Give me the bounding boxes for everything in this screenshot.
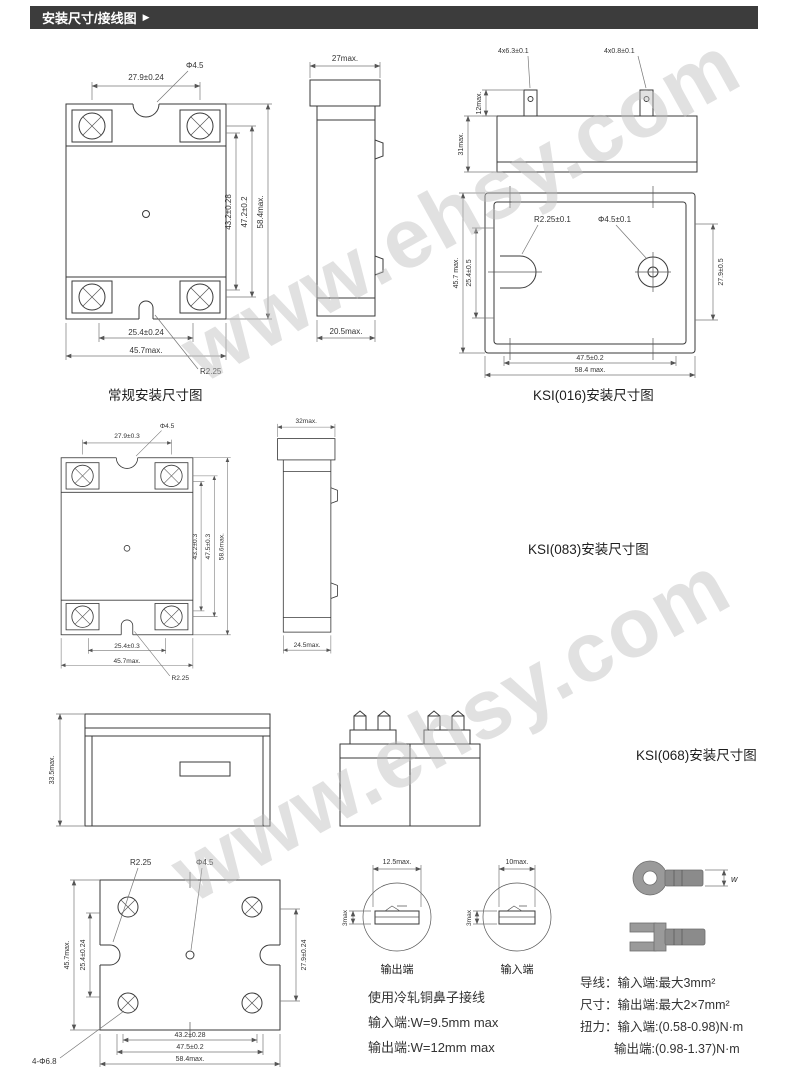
dim-label: Φ4.5 <box>186 61 204 70</box>
dim-label: 43.2±0.3 <box>192 534 199 560</box>
front-view-standard-drawing: 27.9±0.24 Φ4.5 43.2±0.28 47.2±0.2 58.4ma… <box>65 61 272 376</box>
relay-side-body <box>309 79 384 317</box>
dim-label: Φ4.5 <box>160 423 175 430</box>
dim-label: 3max <box>342 909 349 926</box>
width-label: w <box>731 874 738 884</box>
dim-label: 25.4±0.24 <box>128 328 164 337</box>
relay-base <box>484 186 696 360</box>
label-standard-drawing: 常规安装尺寸图 <box>108 388 203 403</box>
dimensions: R2.25 Φ4.5 45.7max. 25.4±0.24 27.9±0.24 … <box>32 858 308 1067</box>
wire-spec-line: 尺寸：输出端:最大2×7mm² <box>580 998 730 1012</box>
ksi016-top-view-drawing: 4x6.3±0.1 4x0.8±0.1 12max. 31max. <box>458 48 698 173</box>
side-view-standard-drawing: 27max. 20.5max. <box>309 54 384 342</box>
wiring-note-line: 输入端:W=9.5mm max <box>368 1015 499 1030</box>
dim-label: 27.9±0.24 <box>128 73 164 82</box>
dim-label: 58.4 max. <box>575 367 606 374</box>
dim-label: 58.4max. <box>256 196 265 229</box>
dim-label: 45.7max. <box>113 658 140 665</box>
dim-label: 12max. <box>476 91 483 114</box>
dim-label: 10max. <box>506 859 529 866</box>
label-ksi068-drawing: KSI(068)安装尺寸图 <box>636 748 757 763</box>
dim-label: 25.4±0.5 <box>466 259 473 286</box>
dim-label: 45.7max. <box>64 941 71 970</box>
dimensions: R2.25±0.1 Φ4.5±0.1 45.7 max. 25.4±0.5 27… <box>453 192 725 378</box>
dim-label: 27.9±0.24 <box>301 939 308 970</box>
dim-label: 45.7max. <box>130 346 163 355</box>
relay-body <box>65 102 227 321</box>
relay-base <box>98 872 282 1038</box>
output-terminal-label: 输出端 <box>381 962 414 976</box>
page-title: 安装尺寸/接线图 <box>42 11 137 26</box>
bottom-view-drawing: R2.25 Φ4.5 45.7max. 25.4±0.24 27.9±0.24 … <box>32 858 308 1067</box>
dim-label: 24.5max. <box>294 642 321 649</box>
wire-specs: 导线：输入端:最大3mm² 尺寸：输出端:最大2×7mm² 扭力：输入端:(0.… <box>580 972 743 1060</box>
dim-label: 43.2±0.28 <box>224 194 233 230</box>
wiring-note-line: 输出端:W=12mm max <box>368 1040 495 1055</box>
dim-label: 47.2±0.2 <box>240 196 249 228</box>
header-arrow-icon: ▶ <box>142 12 150 22</box>
label-ksi083-drawing: KSI(083)安装尺寸图 <box>528 542 649 557</box>
terminal-detail-views: 12.5max. 3max 输出端 10max. 3max 输入端 <box>342 859 552 976</box>
label-ksi016-drawing: KSI(016)安装尺寸图 <box>533 388 654 403</box>
dimensions: 27.9±0.3 Φ4.5 43.2±0.3 47.5±0.3 58.6max.… <box>60 423 231 682</box>
wiring-note-line: 使用冷轧铜鼻子接线 <box>368 990 486 1005</box>
dim-label: 47.5±0.2 <box>576 355 603 362</box>
wire-spec-line: 扭力：输入端:(0.58-0.98)N·m <box>580 1020 744 1034</box>
dimensions: 27.9±0.24 Φ4.5 43.2±0.28 47.2±0.2 58.4ma… <box>65 61 272 376</box>
section-header-bar: 安装尺寸/接线图 ▶ <box>30 6 758 29</box>
side-view-ksi083-drawing: 32max. 24.5max. <box>277 418 338 654</box>
wire-spec-line: 导线：输入端:最大3mm² <box>580 976 716 990</box>
dim-label: 27max. <box>332 54 358 63</box>
relay-profile-body <box>84 713 271 827</box>
profile-view-drawing: 33.5max. <box>49 713 271 827</box>
dim-label: R2.25 <box>200 367 222 376</box>
ksi068-terminal-profile-drawing <box>339 710 481 827</box>
input-terminal-detail: 10max. 3max 输入端 <box>466 859 552 976</box>
relay-body <box>60 456 194 636</box>
ring-lug-image: w <box>632 860 738 896</box>
dim-label: 3max <box>466 909 473 926</box>
dim-label: 45.7 max. <box>453 258 460 289</box>
dimensions: 4x6.3±0.1 4x0.8±0.1 12max. 31max. <box>458 48 647 173</box>
dim-label: 33.5max. <box>49 756 56 785</box>
front-view-ksi083-drawing: 27.9±0.3 Φ4.5 43.2±0.3 47.5±0.3 58.6max.… <box>60 423 231 682</box>
dim-label: Φ4.5±0.1 <box>598 215 632 224</box>
dim-label: 58.6max. <box>218 533 225 560</box>
relay-body <box>496 89 698 173</box>
input-terminal-label: 输入端 <box>501 962 534 976</box>
dim-label: 20.5max. <box>330 327 363 336</box>
lug-illustrations: w <box>629 860 738 952</box>
relay-side-body <box>277 438 338 633</box>
dim-label: 47.5±0.3 <box>205 534 212 560</box>
relay-profile-body <box>339 710 481 827</box>
dim-label: 58.4max. <box>176 1056 205 1063</box>
dim-label: 25.4±0.24 <box>80 939 87 970</box>
dim-label: 47.5±0.2 <box>176 1044 203 1051</box>
dimensions: 32max. 24.5max. <box>277 418 336 654</box>
dim-label: R2.25 <box>130 858 152 867</box>
fork-lug-image <box>629 922 706 952</box>
dim-label: R2.25±0.1 <box>534 215 571 224</box>
dim-label: R2.25 <box>171 675 189 682</box>
dim-label: 32max. <box>296 418 318 425</box>
dim-label: 12.5max. <box>383 859 412 866</box>
dimensions: 33.5max. <box>49 713 85 827</box>
dimensions: 27max. 20.5max. <box>309 54 381 342</box>
output-terminal-detail: 12.5max. 3max 输出端 <box>342 859 432 976</box>
dim-label: 27.9±0.5 <box>718 258 725 285</box>
dim-label: 31max. <box>458 132 465 155</box>
dim-label: 4-Φ6.8 <box>32 1057 57 1066</box>
wiring-note: 使用冷轧铜鼻子接线 输入端:W=9.5mm max 输出端:W=12mm max <box>368 985 498 1060</box>
dim-label: 25.4±0.3 <box>114 643 140 650</box>
dim-label: 4x6.3±0.1 <box>498 48 529 55</box>
wire-spec-line: 输出端:(0.98-1.37)N·m <box>614 1042 740 1056</box>
ksi016-bottom-view-drawing: R2.25±0.1 Φ4.5±0.1 45.7 max. 25.4±0.5 27… <box>453 186 725 378</box>
dim-label: 27.9±0.3 <box>114 433 140 440</box>
dim-label: 43.2±0.28 <box>174 1032 205 1039</box>
dim-label: 4x0.8±0.1 <box>604 48 635 55</box>
dim-label: Φ4.5 <box>196 858 214 867</box>
